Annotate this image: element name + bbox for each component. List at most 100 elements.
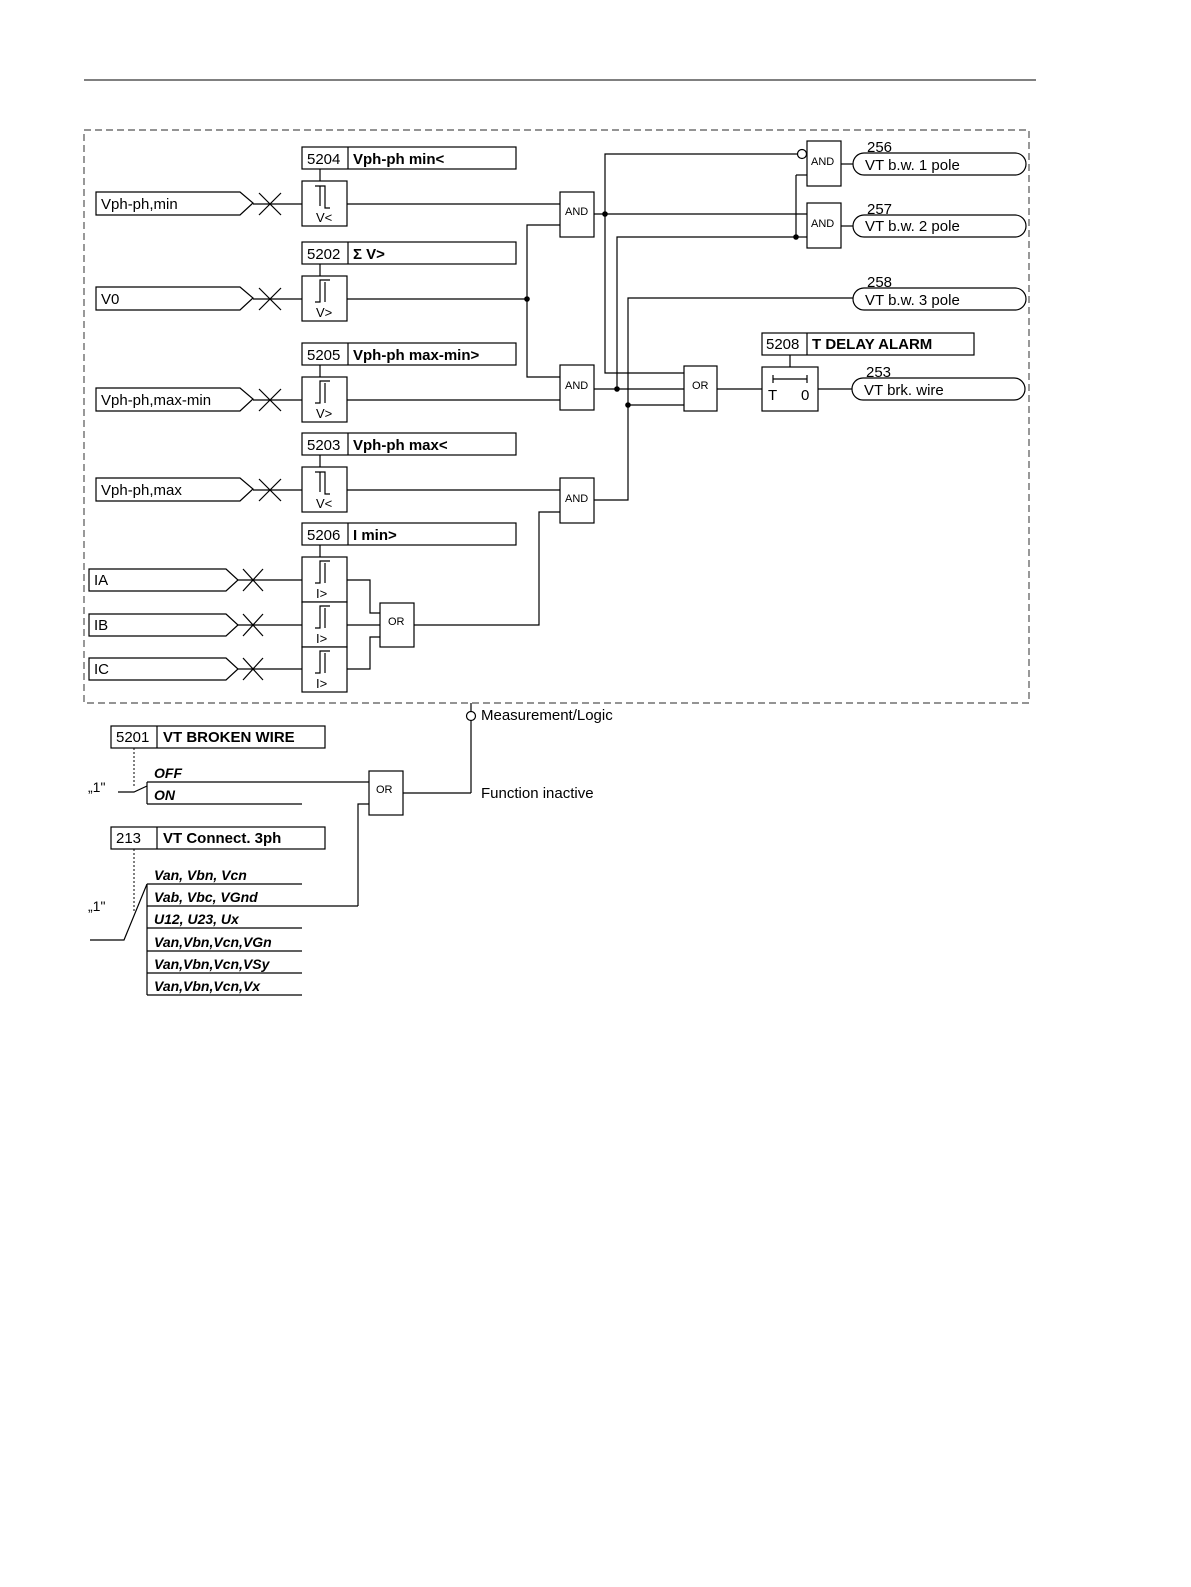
svg-text:5202: 5202 xyxy=(307,246,340,263)
threshold-over-current-b: I> xyxy=(301,601,348,648)
threshold-over-voltage-1: V> xyxy=(301,275,348,322)
svg-text:V<: V< xyxy=(316,210,332,225)
svg-text:OR: OR xyxy=(376,784,393,796)
svg-text:IB: IB xyxy=(94,617,108,634)
svg-text:T: T xyxy=(768,387,777,404)
and-gate-1: AND xyxy=(559,191,595,238)
or-gate-alarm: OR xyxy=(683,365,718,412)
threshold-under-voltage-2: V< xyxy=(301,466,348,513)
svg-text:5205: 5205 xyxy=(307,347,340,364)
svg-text:VT BROKEN WIRE: VT BROKEN WIRE xyxy=(163,729,295,746)
svg-text:Van, Vbn, Vcn: Van, Vbn, Vcn xyxy=(154,867,247,883)
input-vph-min: Vph-ph,min xyxy=(95,191,254,216)
input-vph-maxmin: Vph-ph,max-min xyxy=(95,387,254,412)
svg-text:V>: V> xyxy=(316,305,332,320)
input-ia: IA xyxy=(88,568,239,592)
svg-text:5204: 5204 xyxy=(307,151,340,168)
and-gate-2: AND xyxy=(559,364,595,411)
svg-text:V0: V0 xyxy=(101,291,119,308)
svg-text:V>: V> xyxy=(316,406,332,421)
svg-text:258: 258 xyxy=(867,274,892,291)
svg-text:AND: AND xyxy=(811,156,834,168)
svg-text:Vab, Vbc, VGnd: Vab, Vbc, VGnd xyxy=(154,889,258,905)
svg-text:Vph-ph min<: Vph-ph min< xyxy=(353,151,444,168)
output-257: 257 VT b.w. 2 pole xyxy=(852,201,1027,238)
threshold-over-current-a: I> xyxy=(301,556,348,603)
threshold-over-voltage-2: V> xyxy=(301,376,348,423)
and-gate-1-pole: AND xyxy=(806,140,842,187)
param-5203: 5203 Vph-ph max< xyxy=(301,432,517,467)
time-delay-block: T 0 xyxy=(761,366,819,412)
svg-text:OR: OR xyxy=(692,380,709,392)
svg-text:I min>: I min> xyxy=(353,527,397,544)
output-253: 253 VT brk. wire xyxy=(851,364,1026,401)
svg-text:VT b.w. 3 pole: VT b.w. 3 pole xyxy=(865,292,960,309)
svg-text:Function inactive: Function inactive xyxy=(481,785,594,802)
threshold-under-voltage-1: V< xyxy=(301,180,348,227)
svg-text:T DELAY ALARM: T DELAY ALARM xyxy=(812,336,932,353)
svg-text:VT b.w. 2 pole: VT b.w. 2 pole xyxy=(865,218,960,235)
svg-text:253: 253 xyxy=(866,364,891,381)
param-5205: 5205 Vph-ph max-min> xyxy=(301,342,517,377)
svg-text:„1": „1" xyxy=(88,779,105,795)
svg-text:VT b.w. 1 pole: VT b.w. 1 pole xyxy=(865,157,960,174)
param-5202: 5202 Σ V> xyxy=(301,241,517,276)
svg-text:0: 0 xyxy=(801,387,809,404)
svg-text:OFF: OFF xyxy=(154,765,182,781)
svg-text:„1": „1" xyxy=(88,898,105,914)
svg-text:AND: AND xyxy=(565,380,588,392)
broken-wire-switch: „1" OFF ON xyxy=(88,765,369,805)
svg-text:Vph-ph,max: Vph-ph,max xyxy=(101,482,182,499)
svg-text:Vph-ph max-min>: Vph-ph max-min> xyxy=(353,347,480,364)
measurement-logic-connector: Measurement/Logic Function inactive xyxy=(403,703,613,802)
svg-text:I>: I> xyxy=(316,676,327,691)
vt-connect-switch: „1" Van, Vbn, Vcn Vab, Vbc, VGnd U12, U2… xyxy=(88,803,369,996)
svg-text:U12, U23, Ux: U12, U23, Ux xyxy=(154,911,240,927)
threshold-over-current-c: I> xyxy=(301,646,348,693)
or-gate-inactive: OR xyxy=(368,770,404,816)
input-connection-lines xyxy=(238,192,302,681)
svg-text:AND: AND xyxy=(811,218,834,230)
svg-text:Vph-ph,min: Vph-ph,min xyxy=(101,196,178,213)
svg-text:Measurement/Logic: Measurement/Logic xyxy=(481,707,613,724)
param-5208: 5208 T DELAY ALARM xyxy=(761,332,975,367)
svg-text:256: 256 xyxy=(867,139,892,156)
svg-text:AND: AND xyxy=(565,493,588,505)
svg-text:ON: ON xyxy=(154,787,176,803)
svg-text:V<: V< xyxy=(316,496,332,511)
svg-text:VT Connect. 3ph: VT Connect. 3ph xyxy=(163,830,281,847)
svg-text:5201: 5201 xyxy=(116,729,149,746)
svg-text:213: 213 xyxy=(116,830,141,847)
svg-text:Van,Vbn,Vcn,Vx: Van,Vbn,Vcn,Vx xyxy=(154,978,261,994)
svg-text:Van,Vbn,Vcn,VSy: Van,Vbn,Vcn,VSy xyxy=(154,956,271,972)
svg-text:IA: IA xyxy=(94,572,108,589)
input-v0: V0 xyxy=(95,286,254,311)
svg-text:OR: OR xyxy=(388,616,405,628)
param-5204: 5204 Vph-ph min< xyxy=(301,146,517,181)
svg-text:5208: 5208 xyxy=(766,336,799,353)
svg-text:VT brk. wire: VT brk. wire xyxy=(864,382,944,399)
param-5201: 5201 VT BROKEN WIRE xyxy=(110,725,326,786)
logic-wiring xyxy=(347,153,853,670)
svg-text:Vph-ph max<: Vph-ph max< xyxy=(353,437,448,454)
svg-text:Vph-ph,max-min: Vph-ph,max-min xyxy=(101,392,211,409)
svg-text:IC: IC xyxy=(94,661,109,678)
svg-text:5203: 5203 xyxy=(307,437,340,454)
and-gate-3: AND xyxy=(559,477,595,524)
param-5206: 5206 I min> xyxy=(301,522,517,557)
input-vph-max: Vph-ph,max xyxy=(95,477,254,502)
input-ib: IB xyxy=(88,613,239,637)
wiring-junctions xyxy=(524,148,808,408)
svg-text:257: 257 xyxy=(867,201,892,218)
svg-text:Van,Vbn,Vcn,VGn: Van,Vbn,Vcn,VGn xyxy=(154,934,272,950)
output-256: 256 VT b.w. 1 pole xyxy=(852,139,1027,176)
svg-text:5206: 5206 xyxy=(307,527,340,544)
param-213: 213 VT Connect. 3ph xyxy=(110,826,326,912)
svg-text:I>: I> xyxy=(316,631,327,646)
and-gate-2-pole: AND xyxy=(806,202,842,249)
svg-text:AND: AND xyxy=(565,206,588,218)
or-gate-current: OR xyxy=(379,602,415,648)
svg-text:I>: I> xyxy=(316,586,327,601)
svg-text:Σ V>: Σ V> xyxy=(353,246,385,263)
